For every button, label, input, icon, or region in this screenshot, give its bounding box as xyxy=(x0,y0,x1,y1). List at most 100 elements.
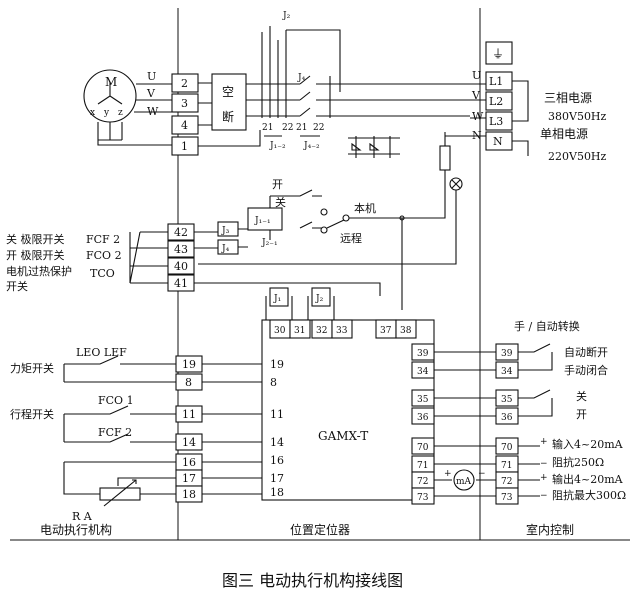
label-phase_w: W xyxy=(147,105,159,118)
label-p31: 31 xyxy=(294,326,305,336)
milliammeter xyxy=(453,469,475,491)
label-plus3: + xyxy=(540,473,548,483)
label-j2_coil: J₂ xyxy=(315,294,324,304)
label-thermal_2: 开关 xyxy=(6,279,28,293)
label-po72: 72 xyxy=(417,477,428,487)
label-c22a: 22 xyxy=(282,123,293,133)
fuse xyxy=(439,145,451,171)
label-t14: 14 xyxy=(182,436,196,449)
label-j42_label: J₄₋₂ xyxy=(303,141,320,151)
label-manual_close: 手动闭合 xyxy=(564,363,608,377)
label-pi8: 8 xyxy=(270,376,277,389)
label-ra: R A xyxy=(72,510,93,523)
label-t4: 4 xyxy=(181,119,188,132)
label-po39: 39 xyxy=(417,349,429,359)
label-t3: 3 xyxy=(181,97,188,110)
label-t43: 43 xyxy=(174,243,188,256)
motor: M x y z xyxy=(83,69,137,123)
label-po73: 73 xyxy=(417,493,429,503)
label-j3_coil: J₃ xyxy=(221,226,230,236)
label-j12_label: J₁₋₂ xyxy=(269,141,286,151)
label-po34: 34 xyxy=(417,367,429,377)
label-t18: 18 xyxy=(182,488,196,501)
label-minus3: − xyxy=(540,491,548,501)
label-l3: L3 xyxy=(489,115,503,128)
label-local_label: 本机 xyxy=(354,201,376,215)
label-j4_coil: J₄ xyxy=(221,244,230,254)
figure-caption: 图三 电动执行机构接线图 xyxy=(222,571,403,590)
label-three_phase_spec: 380V50Hz xyxy=(548,110,607,123)
label-ln: N xyxy=(493,135,503,148)
label-p33: 33 xyxy=(336,326,348,336)
label-pi11: 11 xyxy=(270,408,284,421)
label-t41: 41 xyxy=(174,277,188,290)
label-c21a: 21 xyxy=(262,123,273,133)
label-limit_close: 关 极限开关 xyxy=(6,232,65,246)
label-po35: 35 xyxy=(417,395,429,405)
label-r34: 34 xyxy=(501,367,513,377)
label-r70: 70 xyxy=(501,443,513,453)
label-torque_label: LEO LEF xyxy=(76,346,127,359)
label-po70: 70 xyxy=(417,443,429,453)
label-close_label: 关 xyxy=(275,195,286,209)
label-pi18: 18 xyxy=(270,486,284,499)
label-r35: 35 xyxy=(501,395,513,405)
label-motor.label: M xyxy=(105,75,117,89)
label-r72: 72 xyxy=(501,477,512,487)
label-tco: TCO xyxy=(90,267,115,280)
label-auto_switch: 手 / 自动转换 xyxy=(514,319,580,333)
label-j4_contact: J₄ xyxy=(297,73,306,83)
label-p38: 38 xyxy=(400,326,412,336)
label-t19: 19 xyxy=(182,358,196,371)
section-room-control: 室内控制 xyxy=(526,522,574,537)
label-po71: 71 xyxy=(417,461,428,471)
mains-terminals: ⏚ L1 L2 L3 N xyxy=(485,41,513,151)
label-open_label: 开 xyxy=(272,178,283,191)
label-j2_top: J₂ xyxy=(282,11,291,21)
label-pi19: 19 xyxy=(270,358,284,371)
label-travel_fco1: FCO 1 xyxy=(98,394,134,407)
label-torque_switch: 力矩开关 xyxy=(10,361,54,375)
label-l2: L2 xyxy=(489,95,503,108)
label-r71: 71 xyxy=(501,461,512,471)
label-j1_coil: J₁ xyxy=(273,294,281,304)
label-fcf2: FCF 2 xyxy=(86,233,120,246)
limit-terminal-block: 42 43 40 41 xyxy=(167,223,195,292)
label-out_sig: 输出4~20mA xyxy=(552,472,624,486)
label-c21b: 21 xyxy=(296,123,307,133)
label-ma: mA xyxy=(456,477,472,487)
label-motor.x: x xyxy=(90,108,95,118)
label-motor.y: y xyxy=(103,108,110,118)
label-t40: 40 xyxy=(174,260,188,273)
label-c22b: 22 xyxy=(313,123,324,133)
label-j21_label: J₂₋₁ xyxy=(261,238,278,248)
label-p37: 37 xyxy=(380,326,392,336)
actuator-signal-terminals: 19 8 11 14 16 17 18 xyxy=(175,355,203,503)
label-positioner: GAMX-T xyxy=(318,429,368,443)
label-travel_switch: 行程开关 xyxy=(10,407,54,421)
label-fco2: FCO 2 xyxy=(86,249,122,262)
label-travel_fcf2: FCF 2 xyxy=(98,426,132,439)
label-r39: 39 xyxy=(501,349,513,359)
label-t11: 11 xyxy=(182,408,196,421)
label-pi16: 16 xyxy=(270,454,284,467)
label-t8: 8 xyxy=(185,376,192,389)
label-three_phase_title: 三相电源 xyxy=(544,91,592,105)
label-t1: 1 xyxy=(181,140,188,153)
label-ground_symbol: ⏚ xyxy=(492,47,504,61)
label-breaker_line2: 断 xyxy=(222,109,234,124)
label-breaker_line1: 空 xyxy=(222,85,234,99)
room-control-terminals: 39 34 35 36 70 71 72 73 xyxy=(495,343,519,505)
label-motor.z: z xyxy=(118,108,123,118)
label-t17: 17 xyxy=(182,472,196,485)
gamx-t-positioner: GAMX-T 30 31 32 33 37 38 19 8 11 14 16 1… xyxy=(261,319,435,505)
label-plus2: + xyxy=(540,437,548,447)
label-in_sig: 输入4~20mA xyxy=(552,437,624,451)
label-single_phase_title: 单相电源 xyxy=(540,127,588,141)
label-minus1: − xyxy=(478,469,486,479)
label-phase_u: U xyxy=(472,69,481,82)
label-phase_v: V xyxy=(471,89,481,102)
ra-potentiometer xyxy=(99,487,141,501)
label-t16: 16 xyxy=(182,456,196,469)
